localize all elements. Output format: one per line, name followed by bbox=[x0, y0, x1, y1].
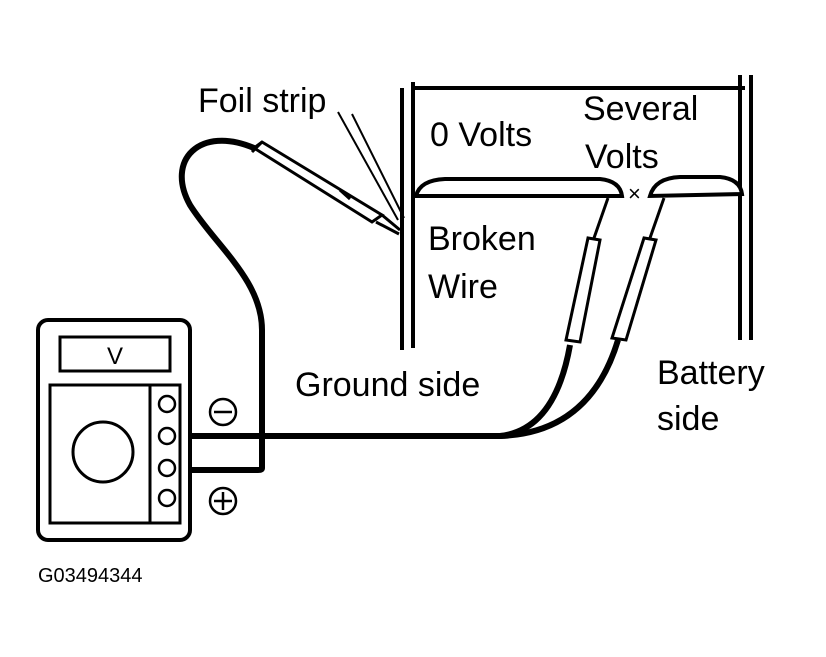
battery-side-probe bbox=[610, 197, 666, 342]
broken-wire-label-line1: Broken bbox=[428, 220, 536, 258]
meter-display-text: V bbox=[107, 343, 123, 370]
ground-probe-tip bbox=[592, 197, 610, 239]
battery-side-label-line1: Battery bbox=[657, 354, 765, 392]
broken-wire-right-segment bbox=[647, 175, 745, 199]
foil-strip-label: Foil strip bbox=[198, 82, 326, 120]
zero-volts-label: 0 Volts bbox=[430, 116, 532, 154]
battery-probe-tip bbox=[648, 197, 666, 239]
meter-dial bbox=[71, 420, 135, 484]
multimeter: V bbox=[36, 318, 192, 542]
meter-jack-1 bbox=[157, 394, 177, 414]
foil-probe-tip bbox=[381, 213, 401, 232]
break-mark: × bbox=[628, 181, 641, 206]
foil-probe-end bbox=[250, 140, 264, 154]
meter-jack-2 bbox=[157, 426, 177, 446]
ground-side-label: Ground side bbox=[295, 366, 480, 404]
meter-jack-4 bbox=[157, 488, 177, 508]
ground-probe-body bbox=[564, 236, 602, 344]
broken-wire-label-line2: Wire bbox=[428, 268, 498, 306]
several-volts-label-line2: Volts bbox=[585, 138, 659, 176]
figure-code: G03494344 bbox=[38, 565, 143, 587]
foil-strip-leader-line-2 bbox=[351, 113, 405, 219]
battery-side-label-line2: side bbox=[657, 400, 719, 438]
battery-probe-body bbox=[610, 236, 658, 342]
foil-strip-probe bbox=[250, 111, 405, 236]
foil-strip-leader-line bbox=[337, 111, 399, 221]
circuit-frame bbox=[400, 75, 753, 350]
ground-side-probe bbox=[564, 197, 610, 344]
foil-probe-lead bbox=[175, 137, 265, 473]
meter-jack-3 bbox=[157, 458, 177, 478]
meter-display bbox=[58, 335, 172, 373]
foil-probe-band bbox=[338, 188, 352, 201]
broken-wire-left-segment bbox=[413, 177, 625, 198]
foil-probe-body bbox=[251, 140, 385, 224]
foil-probe-tip-2 bbox=[375, 220, 400, 236]
battery-side-lead bbox=[499, 339, 621, 439]
several-volts-label-line1: Several bbox=[583, 90, 698, 128]
